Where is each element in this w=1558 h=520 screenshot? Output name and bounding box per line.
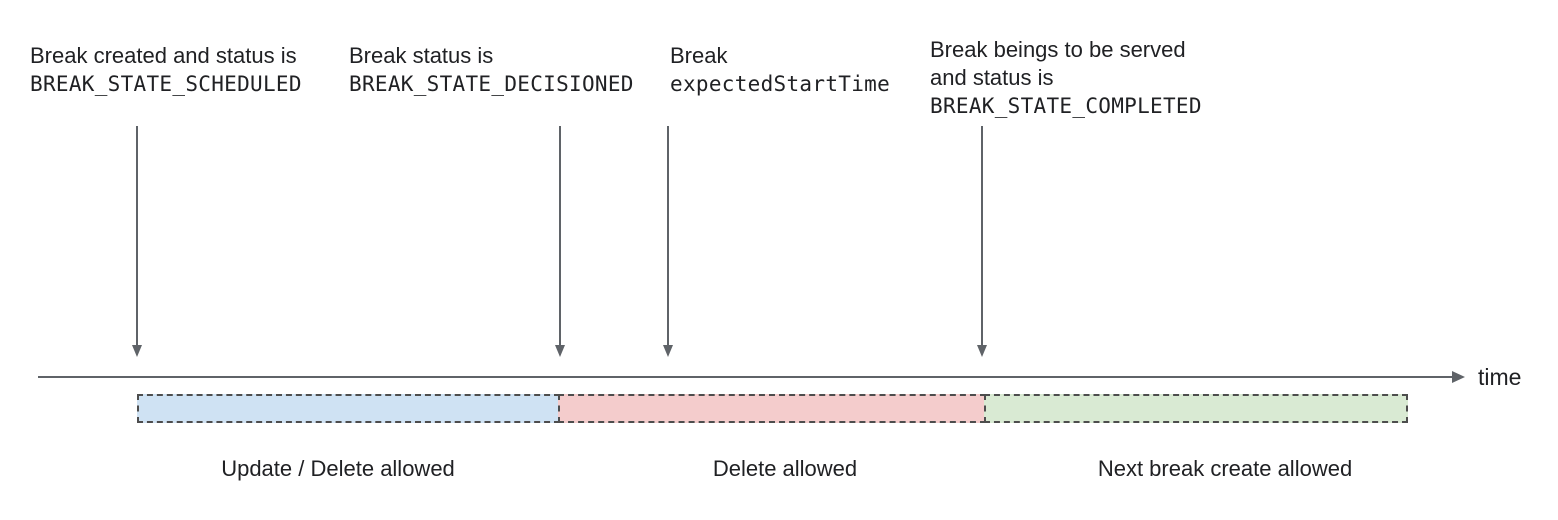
time-axis-label: time xyxy=(1478,364,1522,390)
time-axis-line xyxy=(38,376,1452,378)
annotation-text: Break status is xyxy=(349,43,494,68)
arrow-down-icon xyxy=(132,126,142,357)
annotation-expected-start-time: Break expectedStartTime xyxy=(670,42,890,98)
arrow-down-icon xyxy=(555,126,565,357)
annotation-break-decisioned: Break status is BREAK_STATE_DECISIONED xyxy=(349,42,634,98)
annotation-break-completed: Break beings to be served and status is … xyxy=(930,36,1202,120)
segment-delete-allowed xyxy=(558,394,986,423)
arrow-down-icon xyxy=(663,126,673,357)
segment-label-delete: Delete allowed xyxy=(712,456,858,481)
segment-update-delete-allowed xyxy=(137,394,560,423)
annotation-state-code: BREAK_STATE_DECISIONED xyxy=(349,72,634,96)
annotation-text: Break beings to be served xyxy=(930,37,1186,62)
segment-next-break-create-allowed xyxy=(984,394,1408,423)
annotation-text: Break xyxy=(670,43,728,68)
annotation-state-code: BREAK_STATE_COMPLETED xyxy=(930,94,1202,118)
time-axis-arrowhead-icon xyxy=(1452,371,1465,383)
annotation-field-code: expectedStartTime xyxy=(670,72,891,96)
segment-label-update-delete: Update / Delete allowed xyxy=(221,456,455,481)
annotation-text: Break created and status is xyxy=(30,43,297,68)
annotation-break-created: Break created and status is BREAK_STATE_… xyxy=(30,42,302,98)
annotation-state-code: BREAK_STATE_SCHEDULED xyxy=(30,72,302,96)
annotation-text: and status is xyxy=(930,65,1054,90)
arrow-down-icon xyxy=(977,126,987,357)
segment-label-next-break-create: Next break create allowed xyxy=(1097,456,1353,481)
